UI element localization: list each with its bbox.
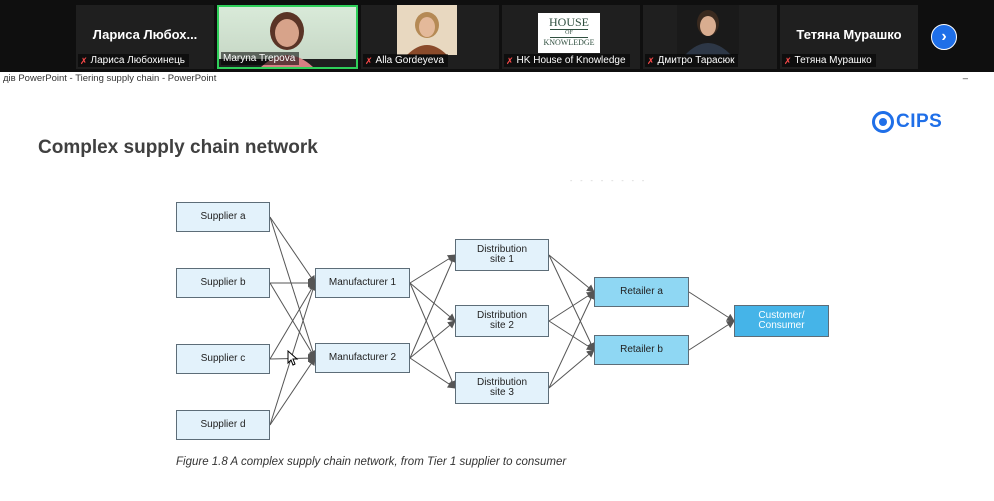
arrow-supplier-d-to-manufacturer-1 [269, 282, 317, 426]
node-distribution-site-1: Distribution site 1 [455, 239, 549, 271]
slide-title: Complex supply chain network [38, 137, 318, 158]
node-manufacturer-1: Manufacturer 1 [315, 268, 410, 298]
node-supplier-a: Supplier a [176, 202, 270, 232]
participant-big-name: Тетяна Мурашко [796, 27, 902, 42]
arrow-manufacturer-2-to-distribution-2 [409, 320, 456, 359]
mic-muted-icon: ✗ [506, 55, 514, 66]
node-customer-consumer: Customer/ Consumer [734, 305, 829, 337]
faint-text-artifact: - - - - - - - - [570, 178, 648, 185]
participant-tile-active[interactable]: Maryna Trepova [217, 5, 358, 69]
mic-muted-icon: ✗ [80, 55, 88, 66]
slide-canvas: Complex supply chain network CIPS - - - … [0, 86, 994, 501]
participant-caption: ✗HK House of Knowledge [504, 54, 630, 67]
cips-globe-icon [872, 111, 894, 133]
arrow-supplier-a-to-manufacturer-2 [269, 216, 317, 359]
figure-caption: Figure 1.8 A complex supply chain networ… [176, 456, 567, 468]
arrow-supplier-d-to-manufacturer-2 [269, 357, 316, 426]
arrow-manufacturer-1-to-distribution-2 [409, 282, 456, 322]
connector-arrows [269, 216, 735, 426]
participant-caption: Maryna Trepova [221, 52, 300, 65]
arrow-distribution-2-to-retailer-a [548, 291, 595, 322]
participant-tile[interactable]: Тетяна Мурашко ✗Тетяна Мурашко [780, 5, 918, 69]
participant-caption: ✗Лариса Любохинець [78, 54, 190, 67]
participant-caption: ✗Тетяна Мурашко [782, 54, 876, 67]
house-of-knowledge-logo: HOUSE OF KNOWLEDGE [538, 13, 600, 53]
participant-caption: ✗Alla Gordeyeva [363, 54, 448, 67]
arrow-supplier-a-to-manufacturer-1 [269, 216, 316, 284]
arrow-retailer-a-to-customer [688, 291, 735, 322]
participant-tile[interactable]: ✗Дмитро Тарасюк [643, 5, 777, 69]
node-supplier-c: Supplier c [176, 344, 270, 374]
arrow-manufacturer-2-to-distribution-3 [409, 357, 456, 389]
window-title-bar: дів PowerPoint - Tiering supply chain - … [0, 72, 994, 86]
participant-video [219, 7, 356, 67]
node-supplier-d: Supplier d [176, 410, 270, 440]
arrow-distribution-2-to-retailer-b [548, 320, 595, 351]
mouse-cursor-icon [287, 350, 299, 366]
mic-muted-icon: ✗ [647, 55, 655, 66]
arrow-supplier-c-to-manufacturer-1 [269, 282, 316, 360]
arrow-distribution-3-to-retailer-a [548, 291, 595, 389]
participant-tile[interactable]: Лариса Любох... ✗Лариса Любохинець [76, 5, 214, 69]
mic-muted-icon: ✗ [784, 55, 792, 66]
window-title: дів PowerPoint - Tiering supply chain - … [3, 73, 217, 84]
participant-tile[interactable]: HOUSE OF KNOWLEDGE ✗HK House of Knowledg… [502, 5, 640, 69]
video-strip: Лариса Любох... ✗Лариса Любохинець Maryn… [0, 0, 994, 72]
participant-silhouette [407, 12, 447, 55]
participant-silhouette [685, 10, 731, 55]
node-supplier-b: Supplier b [176, 268, 270, 298]
participant-video [677, 5, 739, 55]
chevron-right-icon: › [941, 28, 947, 45]
participant-big-name: Лариса Любох... [92, 27, 198, 42]
participant-caption: ✗Дмитро Тарасюк [645, 54, 739, 67]
arrow-manufacturer-1-to-distribution-1 [409, 254, 456, 284]
participant-video [397, 5, 457, 55]
arrow-manufacturer-1-to-distribution-3 [409, 282, 456, 389]
arrow-manufacturer-2-to-distribution-1 [409, 254, 456, 359]
node-manufacturer-2: Manufacturer 2 [315, 343, 410, 373]
minimize-icon[interactable]: – [962, 73, 968, 84]
arrow-retailer-b-to-customer [688, 320, 735, 351]
node-retailer-a: Retailer a [594, 277, 689, 307]
mic-muted-icon: ✗ [365, 55, 373, 66]
next-participants-button[interactable]: › [931, 24, 957, 50]
cips-logo: CIPS [872, 111, 942, 133]
arrow-distribution-3-to-retailer-b [548, 349, 595, 389]
participant-tile[interactable]: ✗Alla Gordeyeva [361, 5, 499, 69]
node-retailer-b: Retailer b [594, 335, 689, 365]
node-distribution-site-3: Distribution site 3 [455, 372, 549, 404]
node-distribution-site-2: Distribution site 2 [455, 305, 549, 337]
arrow-distribution-1-to-retailer-b [548, 254, 595, 351]
arrow-distribution-1-to-retailer-a [548, 254, 595, 293]
